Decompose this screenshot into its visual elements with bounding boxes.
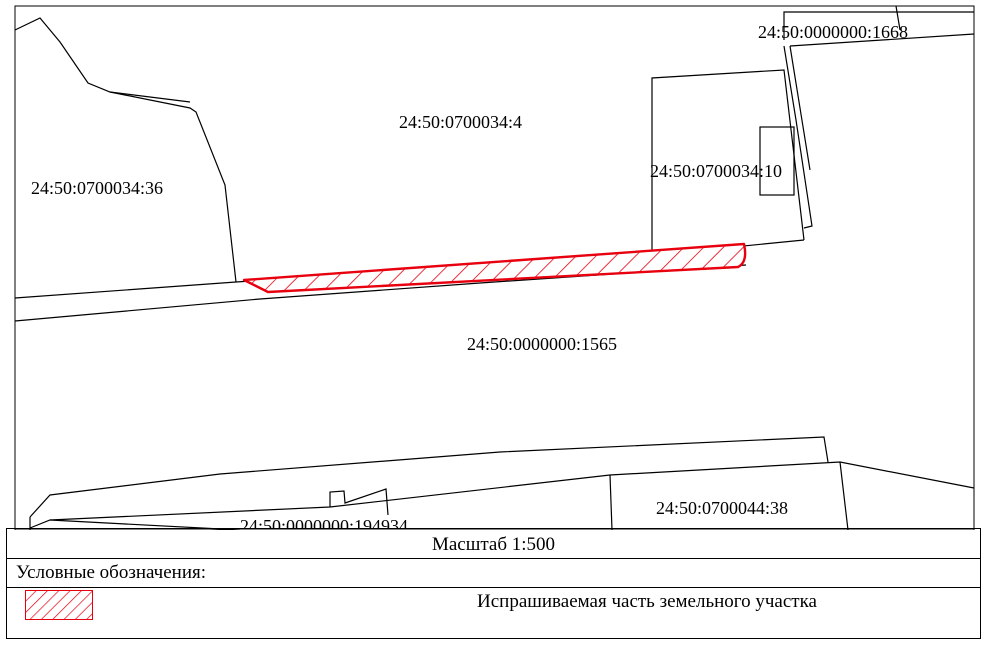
cadastral-map: [14, 5, 975, 530]
boundary-lower-block: [29, 436, 829, 518]
parcel-label-1668: 24:50:0000000:1668: [758, 22, 909, 42]
legend-item-label: Испрашиваемая часть земельного участка: [477, 591, 817, 612]
requested-area: [242, 242, 747, 294]
boundary-parcel-38-right: [839, 461, 849, 530]
boundary-parcel-1668: [783, 11, 974, 40]
building-outline: [759, 126, 795, 196]
boundary-parcel-194934-notch: [329, 488, 389, 516]
boundary-parcel-10-inner: [789, 45, 811, 171]
parcel-label-1565: 24:50:0000000:1565: [467, 334, 618, 354]
legend-hatch-swatch: [25, 590, 93, 620]
legend-item: Испрашиваемая часть земельного участка: [6, 587, 981, 639]
boundary-parcel-1668-tick: [895, 5, 901, 31]
boundary-parcel-36: [14, 17, 237, 283]
boundary-parcel-36-inner: [109, 91, 191, 103]
scale-label: Масштаб 1:500: [6, 528, 981, 559]
legend-title: Условные обозначения:: [6, 558, 981, 588]
parcel-label-36: 24:50:0700034:36: [31, 178, 164, 198]
parcel-label-194934: 24:50:0000000:194934: [240, 516, 409, 529]
boundary-parcel-10-right: [783, 45, 813, 229]
boundary-parcel-38-left: [609, 474, 613, 530]
boundary-parcel-1668-bottom: [789, 33, 975, 47]
map-frame: [14, 5, 975, 530]
parcel-label-38: 24:50:0700044:38: [656, 498, 789, 518]
boundary-parcel-38: [29, 461, 975, 529]
parcel-label-4: 24:50:0700034:4: [399, 112, 523, 132]
parcel-label-10: 24:50:0700034:10: [650, 161, 783, 181]
parcel-boundaries: [14, 5, 975, 530]
